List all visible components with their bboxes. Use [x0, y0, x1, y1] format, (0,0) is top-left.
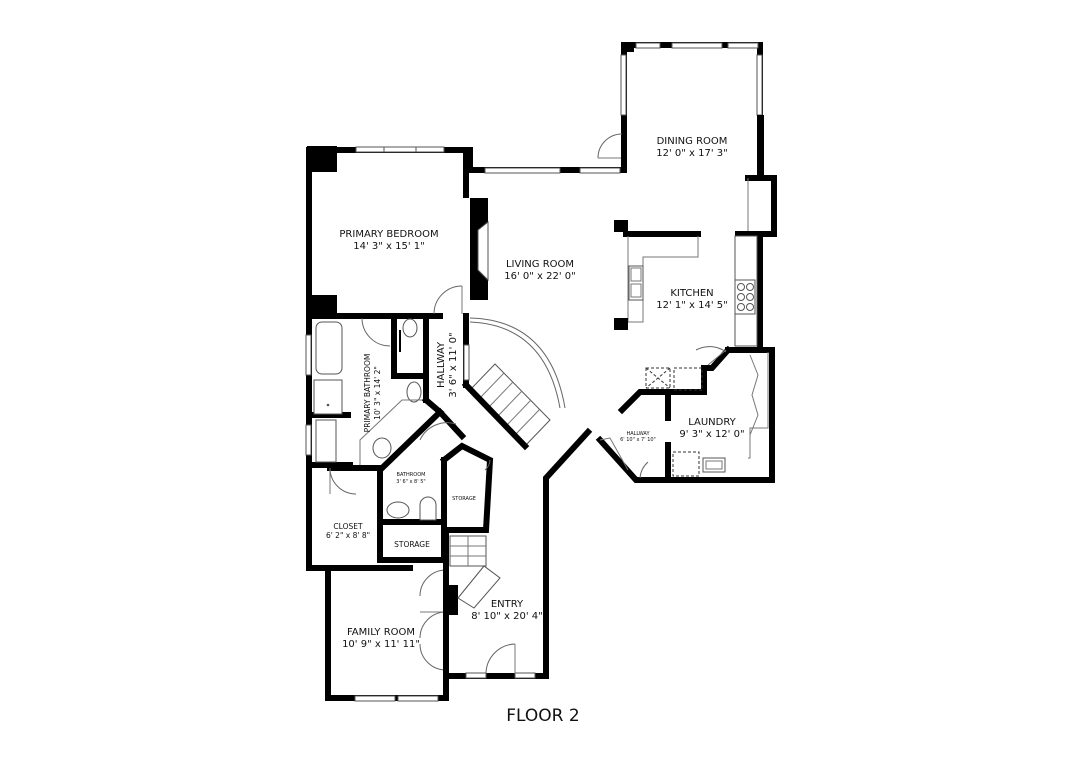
room-living: LIVING ROOM 16' 0" x 22' 0": [504, 259, 576, 282]
room-dims: 6' 2" x 8' 8": [326, 531, 370, 540]
room-dims: 3' 6" x 8' 5": [396, 479, 425, 485]
floor-title: FLOOR 2: [506, 706, 580, 726]
room-primary-bedroom: PRIMARY BEDROOM 14' 3" x 15' 1": [339, 229, 438, 252]
room-dims: 14' 3" x 15' 1": [353, 241, 425, 252]
room-name: PRIMARY BEDROOM: [339, 229, 438, 240]
room-name: BATHROOM: [397, 472, 426, 478]
room-name: FAMILY ROOM: [347, 627, 415, 638]
room-storage: STORAGE: [394, 540, 430, 549]
living-room-walls: [467, 147, 627, 300]
room-dims: 10' 9" x 11' 11": [342, 639, 420, 650]
staircase: [461, 363, 551, 451]
room-hallway-small: HALLWAY 6' 10" x 7' 10": [620, 431, 656, 443]
room-name: PRIMARY BATHROOM: [363, 354, 372, 433]
room-name: DINING ROOM: [657, 136, 728, 147]
small-hallway-walls: [543, 427, 671, 679]
room-dims: 6' 10" x 7' 10": [620, 437, 656, 443]
room-name: STORAGE: [394, 540, 430, 549]
primary-bedroom-walls: [306, 146, 469, 319]
room-name: LIVING ROOM: [506, 259, 574, 270]
room-dims: 12' 1" x 14' 5": [656, 300, 728, 311]
room-primary-bathroom: PRIMARY BATHROOM 10' 3" x 14' 2": [363, 354, 382, 433]
room-bathroom: BATHROOM 3' 6" x 8' 5": [396, 472, 425, 485]
room-laundry: LAUNDRY 9' 3" x 12' 0": [679, 417, 744, 440]
entry-walls: [443, 527, 549, 679]
room-name: LAUNDRY: [688, 417, 736, 428]
room-name: HALLWAY: [436, 341, 447, 388]
room-name: CLOSET: [333, 522, 363, 531]
room-family: FAMILY ROOM 10' 9" x 11' 11": [342, 627, 420, 650]
hallway-walls: [375, 313, 566, 475]
room-entry: ENTRY 8' 10" x 20' 4": [471, 599, 543, 622]
kitchen-walls: [614, 220, 763, 348]
room-dims: 10' 3" x 14' 2": [373, 366, 382, 420]
room-dims: 9' 3" x 12' 0": [679, 429, 744, 440]
dining-room-walls: [597, 42, 777, 237]
room-dims: 16' 0" x 22' 0": [504, 271, 576, 282]
room-dims: 3' 6" x 11' 0": [448, 332, 459, 397]
room-closet: CLOSET 6' 2" x 8' 8": [326, 522, 370, 540]
laundry-walls: [617, 345, 775, 483]
room-kitchen: KITCHEN 12' 1" x 14' 5": [656, 288, 728, 311]
closet-walls: [306, 462, 383, 571]
room-storage-small: STORAGE: [452, 496, 476, 502]
room-dims: 8' 10" x 20' 4": [471, 611, 543, 622]
room-hallway-main: HALLWAY 3' 6" x 11' 0": [436, 332, 459, 397]
room-dims: 12' 0" x 17' 3": [656, 148, 728, 159]
room-name: HALLWAY: [626, 431, 650, 437]
room-dining: DINING ROOM 12' 0" x 17' 3": [656, 136, 728, 159]
room-name: KITCHEN: [670, 288, 713, 299]
room-name: ENTRY: [491, 599, 524, 610]
room-name: STORAGE: [452, 496, 476, 502]
